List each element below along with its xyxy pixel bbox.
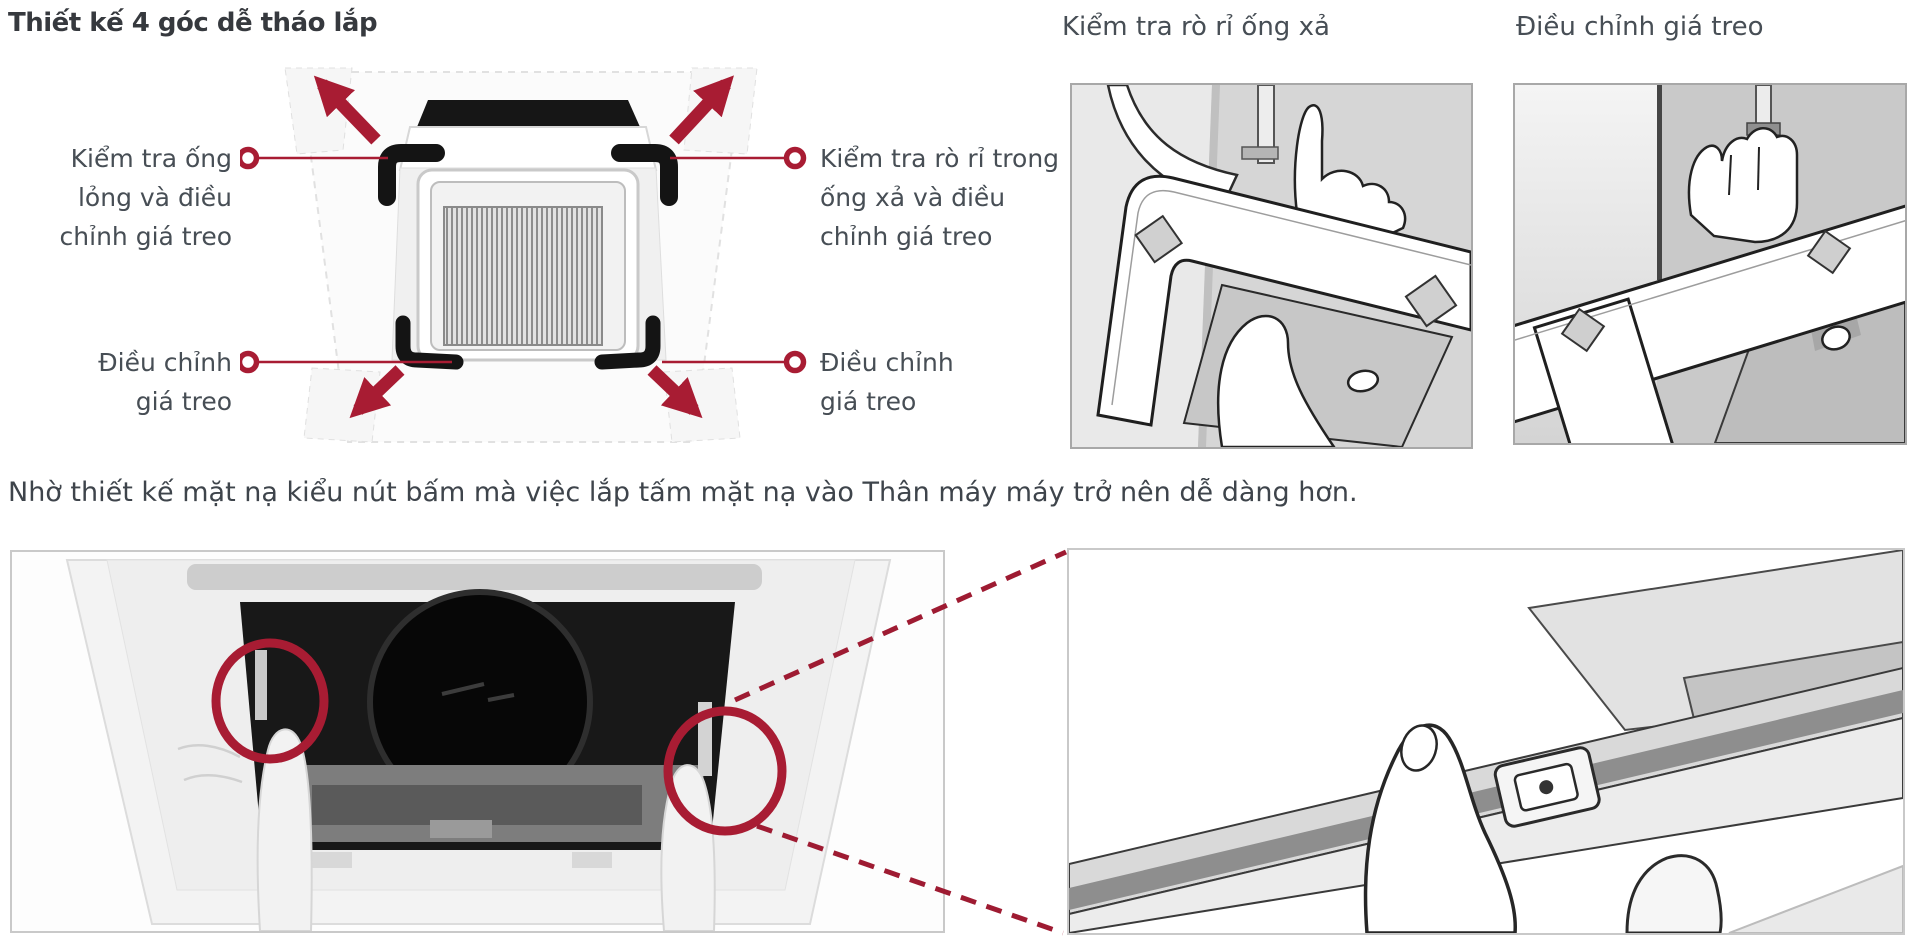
arrow-bottom-left [349,365,405,419]
latch-detail-illustration [1069,550,1903,933]
leader-ring-bottom-right [783,350,807,374]
corner-clip-top-right [611,144,678,206]
arrow-top-right [669,75,734,145]
drain-check-illustration [1072,85,1471,447]
intake-grille [443,206,603,346]
leader-ring-top-left [240,146,260,170]
corner-clip-top-left [378,144,445,206]
highlight-ring-left [211,638,329,764]
corner-clip-bottom-left [395,315,464,370]
hand [1293,104,1407,245]
leader-ring-bottom-left [240,350,260,374]
label-bottom-right: Điều chỉnh giá treo [820,348,954,416]
unit-latches-photo [12,552,943,931]
highlight-ring-right [663,706,787,836]
unit-top-cap [417,100,640,127]
figure-latch-detail [1067,548,1905,935]
thumb [1363,723,1517,933]
caption-drain-check: Kiểm tra rò rỉ ống xả [1062,12,1330,42]
leader-ring-top-right [783,146,807,170]
push-button-latch [1493,746,1601,828]
figure-drain-check [1070,83,1473,449]
figure-hanger-adjust [1513,83,1907,445]
section-title: Thiết kế 4 góc dễ tháo lắp [8,8,378,38]
label-top-right: Kiểm tra rò rỉ trong ống xả và điều chỉn… [820,144,1060,251]
corner-clip-bottom-right [594,315,661,370]
cassette-unit-diagram [240,67,807,443]
arrow-top-left [313,75,381,145]
label-top-left: Kiểm tra ống lỏng và điều chỉnh giá treo [59,144,232,251]
hanger-adjust-illustration [1515,85,1905,443]
note-text: Nhờ thiết kế mặt nạ kiểu nút bấm mà việc… [8,477,1358,508]
caption-hanger-adjust: Điều chỉnh giá treo [1516,12,1764,42]
label-bottom-left: Điều chỉnh giá treo [98,348,232,416]
drain-pipe [1257,85,1275,164]
hand [1687,127,1799,244]
figure-unit-latches [10,550,945,933]
arrow-bottom-right [647,365,703,419]
